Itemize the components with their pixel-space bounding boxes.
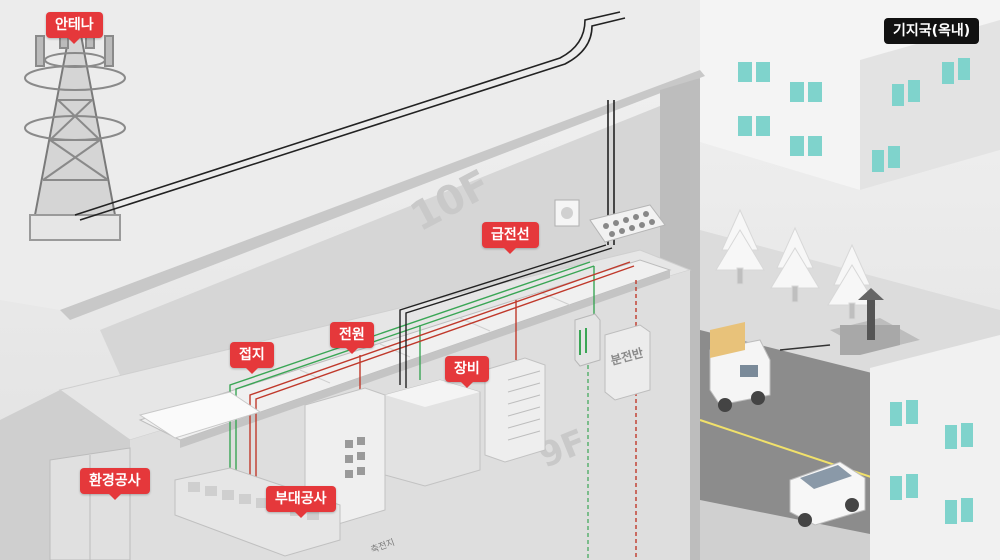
label-auxiliary: 부대공사 (266, 486, 336, 512)
page-title: 기지국(옥내) (884, 18, 979, 44)
label-environment: 환경공사 (80, 468, 150, 494)
door (50, 448, 130, 560)
label-power: 전원 (330, 322, 374, 348)
label-antenna: 안테나 (46, 12, 103, 38)
label-feeder: 급전선 (482, 222, 539, 248)
label-grounding: 접지 (230, 342, 274, 368)
label-equipment: 장비 (445, 356, 489, 382)
